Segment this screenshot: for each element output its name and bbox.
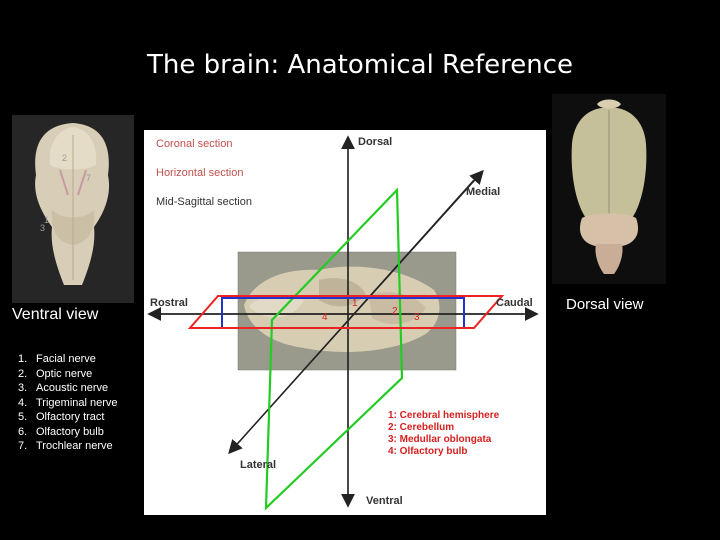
ventral-marker: 1	[44, 215, 49, 225]
brain-marker: 2	[392, 306, 398, 317]
coronal-section-label: Coronal section	[156, 138, 232, 150]
nerve-item: 5.Olfactory tract	[18, 411, 105, 423]
ventral-marker: 7	[86, 173, 91, 183]
brain-marker: 3	[414, 312, 420, 323]
ventral-brain-photo: 2 7 1 3	[12, 115, 134, 303]
brain-photo	[237, 251, 457, 371]
horizontal-section-label: Horizontal section	[156, 167, 243, 179]
nerve-item: 3.Acoustic nerve	[18, 382, 109, 394]
dorsal-label: Dorsal	[358, 136, 392, 148]
ventral-marker: 2	[62, 153, 67, 163]
ventral-label: Ventral	[366, 495, 403, 507]
legend-item: 1: Cerebral hemisphere	[388, 410, 500, 421]
legend-item: 2: Cerebellum	[388, 422, 454, 433]
ventral-view-label: Ventral view	[12, 306, 99, 323]
nerve-item: 7.Trochlear nerve	[18, 440, 113, 452]
anatomical-planes-diagram: Coronal section Horizontal section Mid-S…	[144, 130, 546, 515]
caudal-label: Caudal	[496, 297, 533, 309]
mid-sagittal-section-label: Mid-Sagittal section	[156, 196, 252, 208]
legend-item: 4: Olfactory bulb	[388, 446, 467, 457]
lateral-label: Lateral	[240, 459, 276, 471]
ventral-marker: 3	[40, 223, 45, 233]
nerve-item: 4.Trigeminal nerve	[18, 396, 118, 409]
horizontal-plane	[187, 295, 505, 329]
coronal-plane	[264, 187, 404, 511]
nerve-list: 1.Facial nerve 2.Optic nerve 3.Acoustic …	[18, 352, 118, 454]
nerve-item: 6.Olfactory bulb	[18, 425, 104, 438]
legend-item: 3: Medullar oblongata	[388, 434, 492, 445]
brain-marker: 1	[352, 298, 358, 309]
slide-title: The brain: Anatomical Reference	[147, 50, 573, 80]
dorsal-brain-photo	[552, 94, 666, 284]
dorsal-view-label: Dorsal view	[566, 296, 644, 313]
nerve-item: 1.Facial nerve	[18, 353, 96, 365]
nerve-item: 2.Optic nerve	[18, 367, 93, 380]
medial-label: Medial	[466, 186, 500, 198]
brain-marker: 4	[322, 312, 328, 323]
rostral-label: Rostral	[150, 297, 188, 309]
